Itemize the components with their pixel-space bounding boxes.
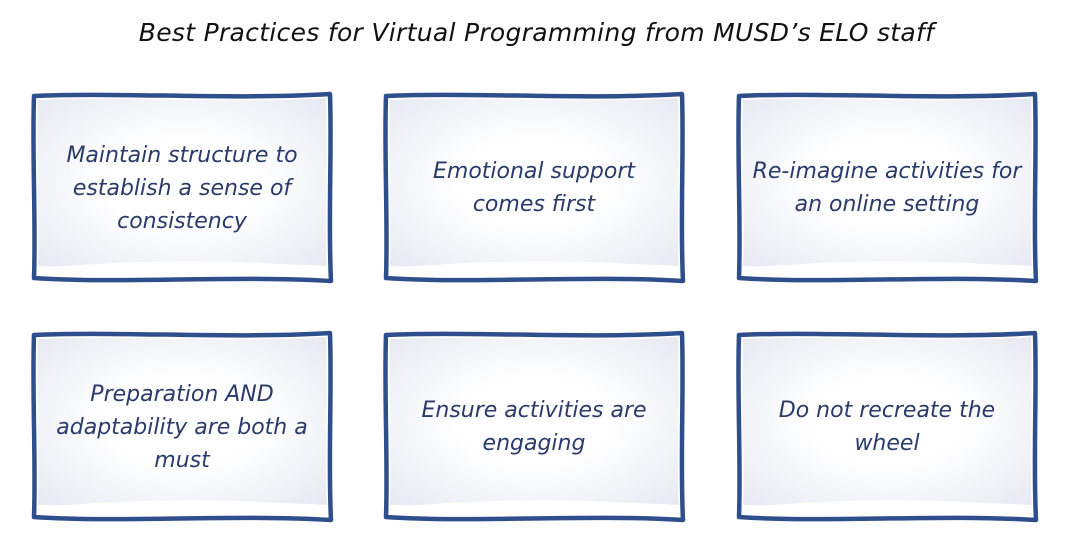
card-frame bbox=[736, 91, 1039, 284]
practice-card-text: Re-imagine activities for an online sett… bbox=[752, 159, 1022, 217]
practice-card-text: Preparation AND adaptability are both a … bbox=[56, 381, 308, 473]
card-curl-highlight bbox=[42, 261, 326, 276]
card-curl-highlight bbox=[747, 261, 1031, 276]
card-curl-highlight bbox=[42, 500, 326, 515]
practice-card-text: Emotional support comes first bbox=[433, 159, 635, 217]
card-curl-highlight bbox=[394, 261, 678, 276]
card-frame bbox=[383, 91, 686, 284]
card-frame bbox=[31, 91, 334, 284]
card-background bbox=[742, 337, 1032, 506]
card-border bbox=[736, 91, 1039, 284]
card-border bbox=[383, 91, 686, 284]
card-frame bbox=[383, 330, 686, 523]
card-background bbox=[37, 337, 328, 506]
practice-card: Re-imagine activities for an online sett… bbox=[736, 91, 1039, 284]
practice-card-text: Do not recreate the wheel bbox=[778, 398, 996, 456]
practice-card: Emotional support comes first bbox=[383, 91, 686, 284]
card-background bbox=[389, 337, 679, 506]
practice-card: Preparation AND adaptability are both a … bbox=[31, 330, 334, 523]
card-background bbox=[389, 98, 679, 267]
page-title: Best Practices for Virtual Programming f… bbox=[138, 18, 935, 47]
card-background bbox=[37, 98, 328, 267]
practice-card-text: Maintain structure to establish a sense … bbox=[66, 142, 298, 234]
card-border bbox=[31, 330, 334, 523]
practice-card: Ensure activities are engaging bbox=[383, 330, 686, 523]
card-curl-highlight bbox=[394, 500, 678, 515]
practice-card: Do not recreate the wheel bbox=[736, 330, 1039, 523]
card-border bbox=[736, 330, 1039, 523]
practice-card: Maintain structure to establish a sense … bbox=[31, 91, 334, 284]
card-frame bbox=[736, 330, 1039, 523]
card-curl-highlight bbox=[747, 500, 1031, 515]
card-border bbox=[31, 91, 334, 284]
card-frame bbox=[31, 330, 334, 523]
card-background bbox=[742, 98, 1032, 267]
card-border bbox=[383, 330, 686, 523]
practice-card-text: Ensure activities are engaging bbox=[421, 398, 647, 456]
